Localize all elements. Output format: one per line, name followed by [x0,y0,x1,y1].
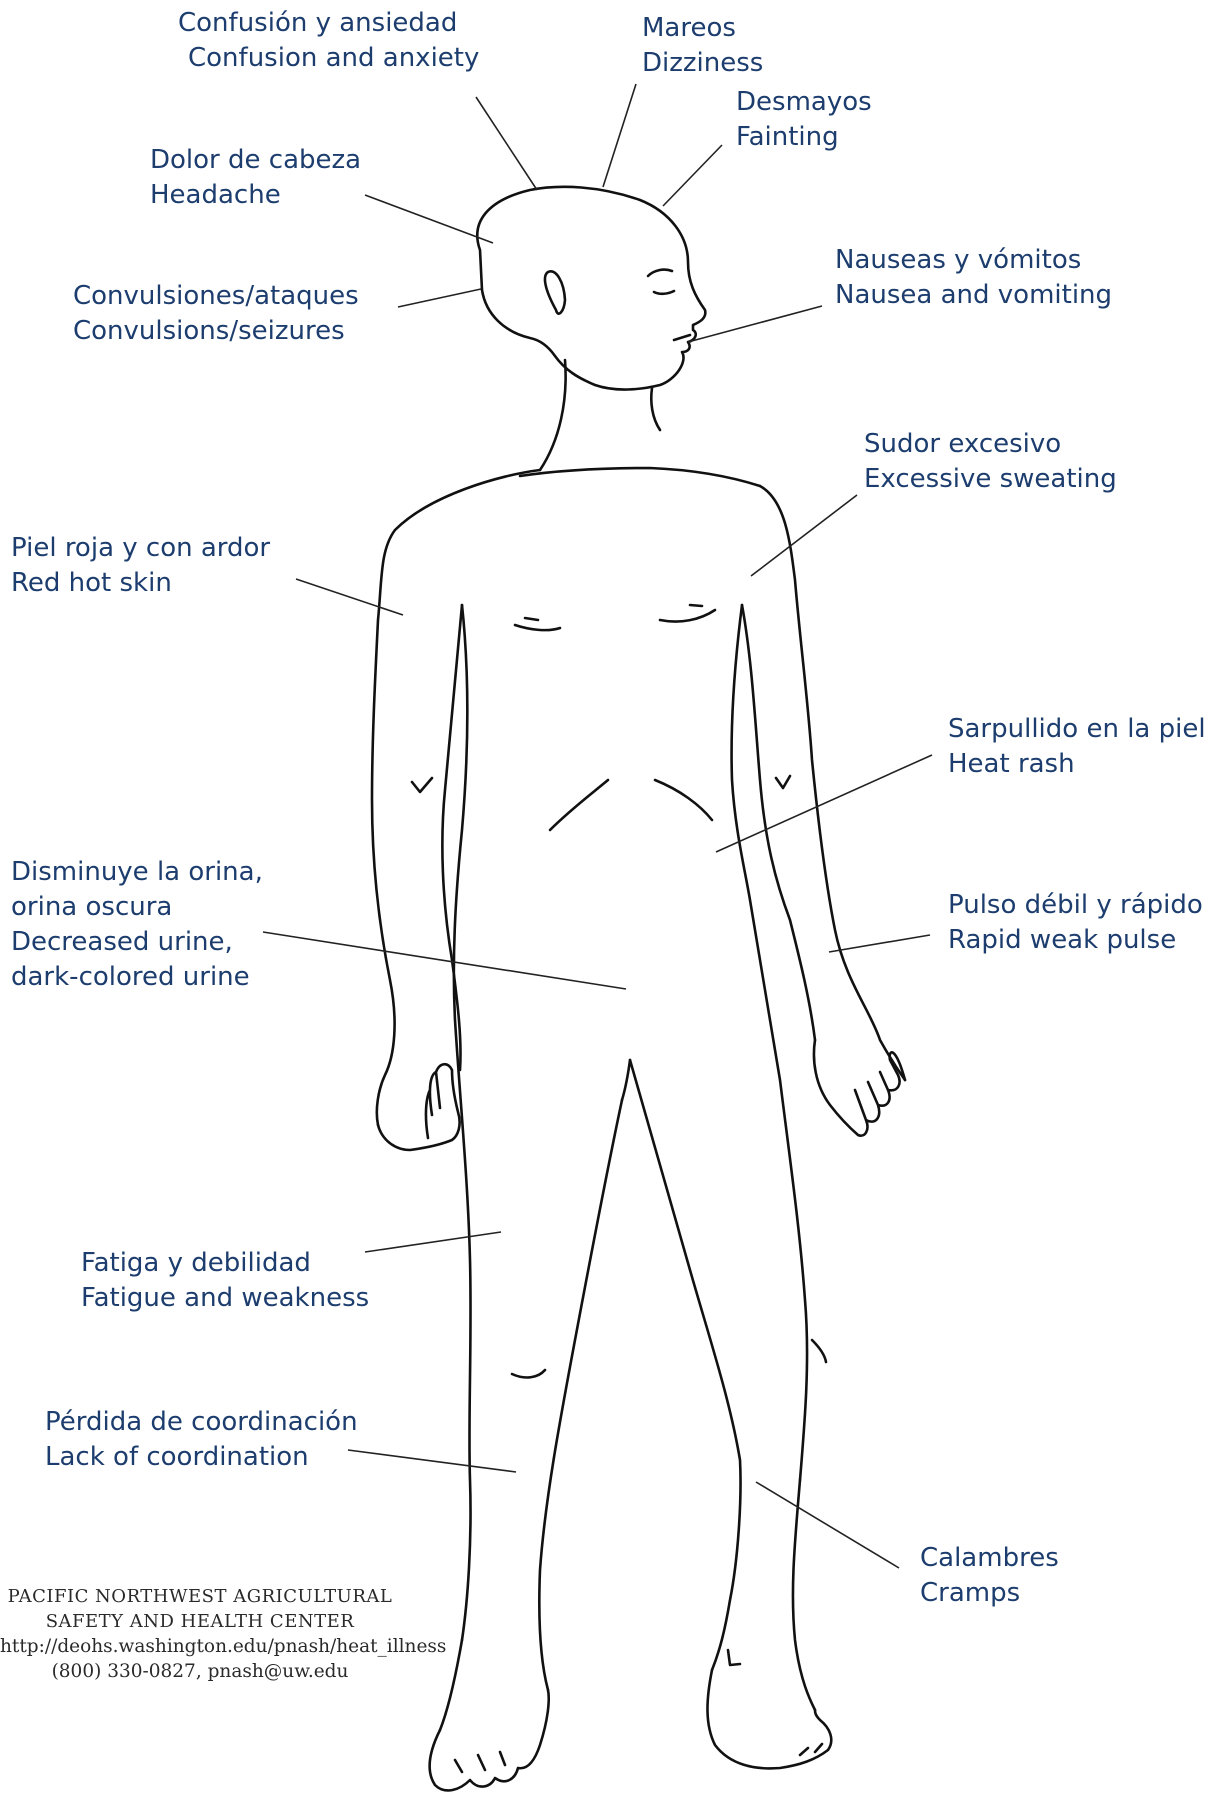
leg-left-inner [539,1100,622,1690]
label-heat-rash: Sarpullido en la piel Heat rash [948,712,1206,782]
label-coordination: Pérdida de coordinación Lack of coordina… [45,1405,358,1475]
label-headache: Dolor de cabeza Headache [150,143,361,213]
label-pulse: Pulso débil y rápido Rapid weak pulse [948,888,1203,958]
right-foot [707,1670,831,1768]
eyebrow [648,270,672,276]
pec-right [660,610,715,622]
left-toes [455,1752,505,1772]
label-fatigue: Fatiga y debilidad Fatigue and weakness [81,1246,369,1316]
ankle-right [728,1650,740,1665]
leader-sweating [751,495,857,576]
label-red-skin: Piel roja y con ardor Red hot skin [11,531,270,601]
label-urine: Disminuye la orina, orina oscura Decreas… [11,855,263,995]
right-hand [814,1040,905,1136]
leader-dizziness [603,84,636,187]
left-hand [378,1064,460,1150]
torso-left [454,605,471,1640]
leg-right-inner [630,1060,741,1670]
credit-url: http://deohs.washington.edu/pnash/heat_i… [0,1634,400,1659]
leader-pulse [829,935,930,952]
leader-cramps [756,1482,899,1568]
label-convulsions: Convulsiones/ataques Convulsions/seizure… [73,279,359,349]
leader-red-skin [296,579,403,615]
mouth [674,335,690,340]
nipple-left [525,618,538,620]
label-nausea: Nauseas y vómitos Nausea and vomiting [835,243,1112,313]
leader-heat-rash [716,755,932,852]
publisher-credit: PACIFIC NORTHWEST AGRICULTURAL SAFETY AN… [0,1584,400,1684]
leader-confusion [476,97,537,190]
neck-left [540,360,566,470]
elbow-left [412,778,432,792]
right-toes [800,1744,822,1755]
credit-contact: (800) 330-0827, pnash@uw.edu [0,1659,400,1684]
collar [520,468,760,486]
abdomen-left [550,780,608,830]
eye [654,291,674,294]
label-sweating: Sudor excesivo Excessive sweating [864,427,1117,497]
label-cramps: Calambres Cramps [920,1541,1059,1611]
elbow-right [776,776,790,788]
leader-fatigue [365,1232,501,1252]
neck-right [651,388,660,430]
label-confusion: Confusión y ansiedad Confusion and anxie… [178,6,479,76]
leader-fainting [663,145,722,206]
knee-right [812,1340,826,1362]
label-dizziness: Mareos Dizziness [642,11,763,81]
crotch [622,1060,630,1100]
leader-headache [365,195,493,243]
leader-urine [263,932,626,989]
head-outline [477,187,705,390]
right-arm-outer [760,486,905,1080]
torso-right [732,605,808,1480]
leg-right-outer [793,1480,815,1710]
ear [545,271,565,313]
leader-convulsions [398,289,481,307]
leader-nausea [688,306,822,342]
nipple-right [690,605,702,606]
left-arm-inner [442,605,462,1070]
knee-left [512,1370,545,1377]
leader-coordination [348,1450,516,1472]
abdomen-right [655,780,712,820]
label-fainting: Desmayos Fainting [736,85,872,155]
pec-left [515,625,560,630]
